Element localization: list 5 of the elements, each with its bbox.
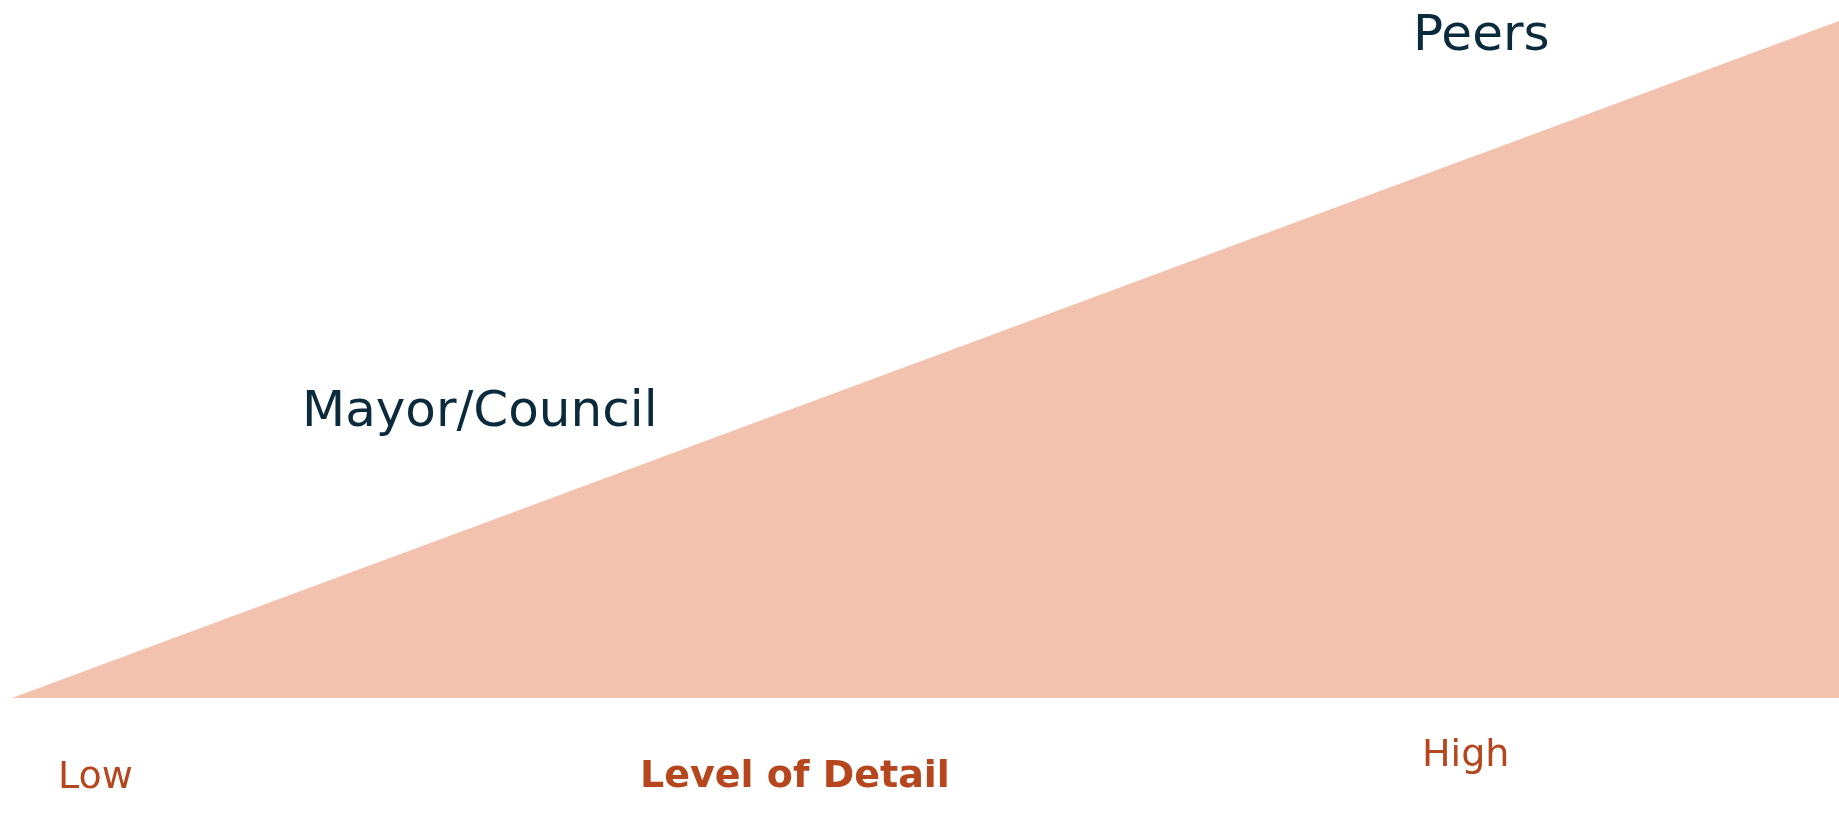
axis-end-label: High — [1422, 734, 1510, 772]
axis-title: Level of Detail — [640, 755, 950, 793]
top-label: Peers — [1413, 8, 1550, 58]
axis-end-label: Low — [58, 756, 133, 794]
middle-label: Mayor/Council — [302, 384, 658, 434]
